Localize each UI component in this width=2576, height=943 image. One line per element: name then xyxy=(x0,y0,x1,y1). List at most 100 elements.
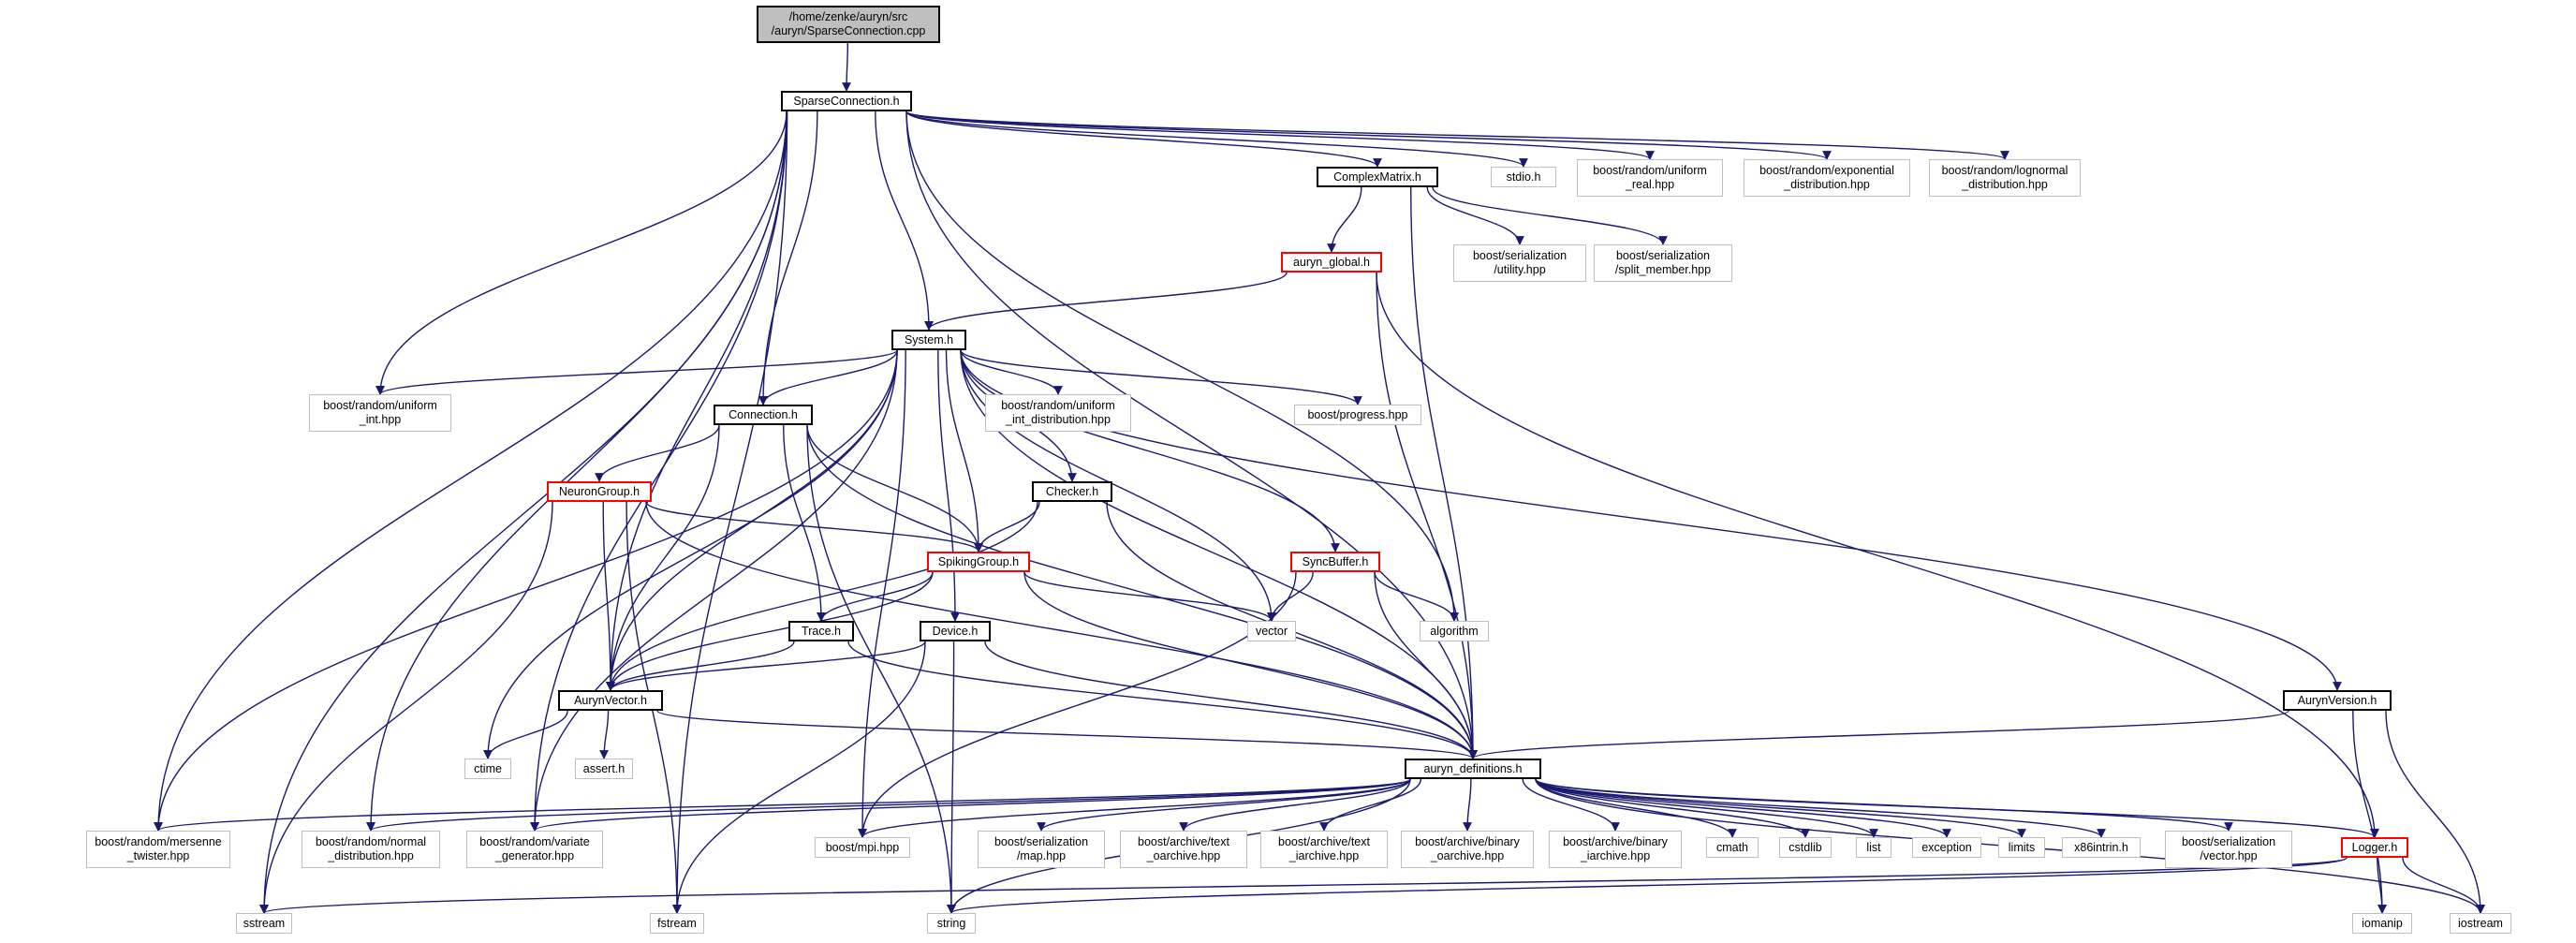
edge-sparse_connection-to-connection xyxy=(758,111,818,405)
node-serialization-vector-hpp: boost/serialization /vector.hpp xyxy=(2165,831,2292,868)
node-sync-buffer-h[interactable]: SyncBuffer.h xyxy=(1290,552,1380,572)
edge-sparse_connection-to-fstream xyxy=(672,111,788,914)
root-file-node: /home/zenke/auryn/src /auryn/SparseConne… xyxy=(757,6,940,43)
node-connection-h[interactable]: Connection.h xyxy=(714,405,813,425)
node-spiking-group-h[interactable]: SpikingGroup.h xyxy=(927,552,1030,572)
node-stdio-h: stdio.h xyxy=(1491,167,1556,187)
edge-sparse_connection-to-auryn_definitions xyxy=(905,111,1478,759)
edge-auryn_definitions-to-limits xyxy=(1535,778,2026,838)
node-fstream: fstream xyxy=(650,913,704,934)
node-logger-h[interactable]: Logger.h xyxy=(2341,837,2408,858)
edge-neuron_group-to-spiking_group xyxy=(645,501,983,553)
node-auryn-vector-h[interactable]: AurynVector.h xyxy=(558,690,663,711)
node-binary-iarchive-hpp: boost/archive/binary _iarchive.hpp xyxy=(1549,831,1682,868)
node-progress-hpp: boost/progress.hpp xyxy=(1294,405,1421,425)
edge-auryn_version-to-auryn_definitions xyxy=(1468,710,2289,759)
edge-trace-to-auryn_definitions xyxy=(847,641,1478,759)
node-uniform-int-hpp: boost/random/uniform _int.hpp xyxy=(309,394,451,432)
edge-auryn_global-to-logger xyxy=(1376,272,2379,838)
edge-sparse_connection-to-uniform_real xyxy=(905,111,1655,160)
edge-sparse_connection-to-system xyxy=(875,111,934,331)
edge-system-to-auryn_version xyxy=(960,349,2342,691)
node-limits: limits xyxy=(1998,837,2045,858)
edge-device-to-fstream xyxy=(672,641,926,914)
edge-auryn_definitions-to-binary_iarchive xyxy=(1522,778,1620,832)
edge-sparse_connection-to-sstream xyxy=(259,111,788,914)
node-text-iarchive-hpp: boost/archive/text _iarchive.hpp xyxy=(1260,831,1388,868)
node-normal-distribution-hpp: boost/random/normal _distribution.hpp xyxy=(302,831,440,868)
edge-sparse_connection-to-algorithm xyxy=(905,111,1459,622)
node-sparse-connection-h[interactable]: SparseConnection.h xyxy=(781,91,912,111)
node-vector: vector xyxy=(1247,621,1296,641)
edge-connection-to-string xyxy=(806,424,956,914)
edge-auryn_definitions-to-variate_gen xyxy=(530,778,1411,832)
node-sstream: sstream xyxy=(236,913,292,934)
edge-device-to-auryn_vector xyxy=(606,641,926,691)
node-uniform-real-hpp: boost/random/uniform _real.hpp xyxy=(1577,159,1723,197)
edge-device-to-string xyxy=(947,641,956,914)
edge-sync_buffer-to-auryn_definitions xyxy=(1374,571,1478,759)
edge-system-to-vector xyxy=(960,349,1276,622)
node-variate-generator-hpp: boost/random/variate _generator.hpp xyxy=(466,831,603,868)
edge-auryn_version-to-iomanip xyxy=(2352,710,2387,914)
node-auryn-definitions-h[interactable]: auryn_definitions.h xyxy=(1405,759,1541,779)
node-complex-matrix-h[interactable]: ComplexMatrix.h xyxy=(1317,167,1438,187)
edge-auryn_definitions-to-exception xyxy=(1535,778,1951,838)
edge-sparse_connection-to-stdio xyxy=(905,111,1528,168)
node-cmath: cmath xyxy=(1706,837,1759,858)
edge-sparse_connection-to-normal_dist xyxy=(366,111,788,832)
edge-sync_buffer-to-mpi xyxy=(858,571,1297,838)
node-auryn-global-h[interactable]: auryn_global.h xyxy=(1281,252,1382,273)
edge-root-to-sparse_connection xyxy=(842,42,851,92)
edge-neuron_group-to-auryn_vector xyxy=(602,501,615,691)
node-assert-h: assert.h xyxy=(575,759,633,779)
edge-system-to-uniform_int xyxy=(375,349,898,395)
edge-auryn_definitions-to-binary_oarchive xyxy=(1463,778,1472,832)
edge-auryn_vector-to-auryn_definitions xyxy=(656,710,1478,759)
node-binary-oarchive-hpp: boost/archive/binary _oarchive.hpp xyxy=(1401,831,1534,868)
edge-auryn_definitions-to-x86intrin xyxy=(1535,778,2106,838)
edge-complex_matrix-to-auryn_definitions xyxy=(1410,186,1478,759)
edge-checker-to-auryn_vector xyxy=(606,501,1038,691)
edge-spiking_group-to-auryn_definitions xyxy=(1023,571,1478,759)
edge-auryn_definitions-to-logger xyxy=(1535,778,2379,838)
edge-system-to-sync_buffer xyxy=(960,349,1340,553)
node-trace-h[interactable]: Trace.h xyxy=(788,621,854,641)
node-checker-h[interactable]: Checker.h xyxy=(1032,481,1112,502)
node-system-h[interactable]: System.h xyxy=(891,330,966,350)
node-iostream: iostream xyxy=(2450,913,2511,934)
edge-connection-to-spiking_group xyxy=(806,424,983,553)
edge-system-to-ctime xyxy=(483,349,898,759)
node-text-oarchive-hpp: boost/archive/text _oarchive.hpp xyxy=(1120,831,1247,868)
edge-auryn_definitions-to-list xyxy=(1535,778,1878,838)
edge-auryn_global-to-auryn_definitions xyxy=(1376,272,1478,759)
edge-complex_matrix-to-auryn_global xyxy=(1327,186,1362,253)
edge-system-to-uniform_int_dist xyxy=(960,349,1063,395)
edge-sparse_connection-to-mersenne xyxy=(154,111,788,832)
edge-auryn_definitions-to-text_oarchive xyxy=(1179,778,1411,832)
node-iomanip: iomanip xyxy=(2352,913,2412,934)
edge-system-to-progress xyxy=(960,349,1362,405)
edge-logger-to-iostream xyxy=(2402,857,2485,914)
node-device-h[interactable]: Device.h xyxy=(920,621,991,641)
node-x86intrin-h: x86intrin.h xyxy=(2062,837,2141,858)
node-string: string xyxy=(927,913,976,934)
edge-auryn_vector-to-assert xyxy=(599,710,610,759)
edge-sparse_connection-to-complex_matrix xyxy=(905,111,1382,168)
edge-logger-to-iomanip xyxy=(2377,857,2387,914)
node-serialization-split-member-hpp: boost/serialization /split_member.hpp xyxy=(1594,244,1732,282)
node-algorithm: algorithm xyxy=(1420,621,1489,641)
edge-sync_buffer-to-algorithm xyxy=(1374,571,1459,622)
edge-system-to-variate_gen xyxy=(530,349,898,832)
edge-auryn_definitions-to-cmath xyxy=(1535,778,1737,838)
node-neuron-group-h[interactable]: NeuronGroup.h xyxy=(547,481,652,502)
edge-neuron_group-to-auryn_definitions xyxy=(645,501,1478,759)
node-serialization-utility-hpp: boost/serialization /utility.hpp xyxy=(1453,244,1586,282)
edge-auryn_global-to-system xyxy=(924,272,1288,331)
edge-device-to-auryn_definitions xyxy=(984,641,1478,759)
edge-system-to-connection xyxy=(758,349,898,405)
edge-complex_matrix-to-ser_utility xyxy=(1426,186,1524,245)
node-list: list xyxy=(1856,837,1892,858)
node-auryn-version-h[interactable]: AurynVersion.h xyxy=(2283,690,2392,711)
